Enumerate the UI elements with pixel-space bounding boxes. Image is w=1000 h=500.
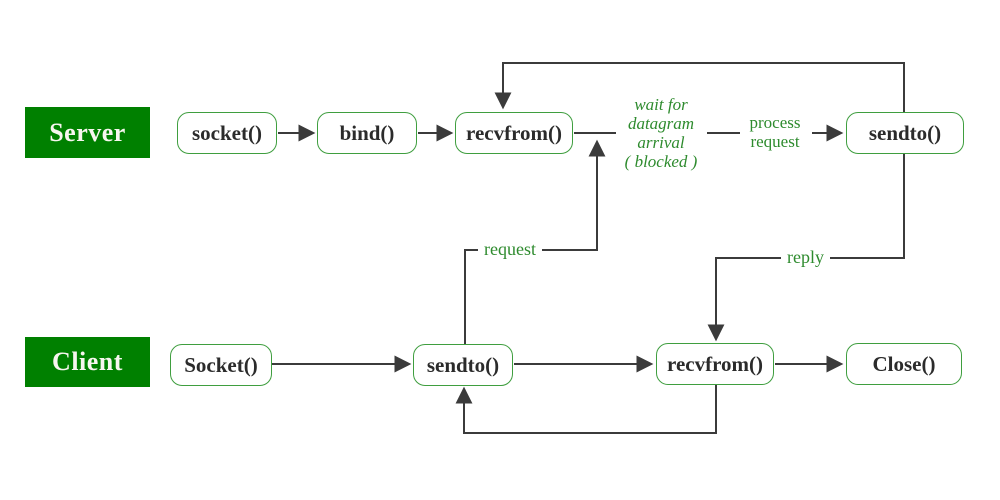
node-server-recvfrom: recvfrom() xyxy=(455,112,573,154)
annotation-process-request: process request xyxy=(749,113,801,151)
node-server-socket: socket() xyxy=(177,112,277,154)
node-client-socket: Socket() xyxy=(170,344,272,386)
annotation-request: request xyxy=(478,239,542,259)
connector-client-loop xyxy=(455,385,717,434)
node-server-sendto: sendto() xyxy=(846,112,964,154)
connector-server-loop xyxy=(494,62,905,112)
node-client-close: Close() xyxy=(846,343,962,385)
node-server-bind: bind() xyxy=(317,112,417,154)
annotation-wait-for-datagram: wait for datagram arrival ( blocked ) xyxy=(624,95,698,171)
client-label: Client xyxy=(25,337,150,387)
node-client-recvfrom: recvfrom() xyxy=(656,343,774,385)
annotation-reply: reply xyxy=(781,247,830,267)
node-client-sendto: sendto() xyxy=(413,344,513,386)
server-label: Server xyxy=(25,107,150,158)
connector-reply xyxy=(707,154,905,342)
